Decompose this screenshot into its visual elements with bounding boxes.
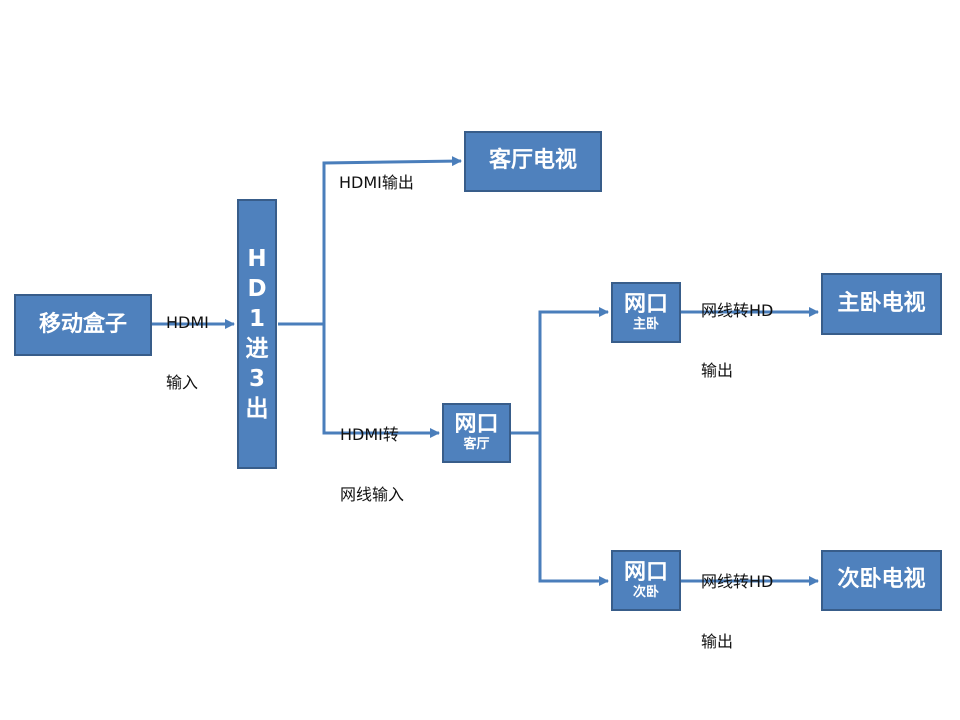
port-master-box: 网口 主卧 xyxy=(611,282,681,343)
splitter-char: 进 xyxy=(245,336,269,362)
splitter-char: 3 xyxy=(248,366,265,392)
edge-label-line: 输出 xyxy=(701,632,734,651)
edge-label-line: HDMI输出 xyxy=(339,173,414,192)
edge-label-line: 输出 xyxy=(701,361,734,380)
source-label: 移动盒子 xyxy=(38,311,127,337)
edge-label-line: 网线转HD xyxy=(701,301,774,320)
splitter-char: D xyxy=(247,276,267,302)
edge-splitter-to-tv-living xyxy=(322,156,462,324)
tv-second-box: 次卧电视 xyxy=(821,550,942,611)
edge-to-port-master xyxy=(538,307,609,433)
port-master-label: 网口 xyxy=(623,291,668,317)
splitter-char: H xyxy=(247,246,267,272)
tv-master-box: 主卧电视 xyxy=(821,273,942,335)
source-box: 移动盒子 xyxy=(14,294,152,356)
edge-label-line: HDMI转 xyxy=(340,425,399,444)
tv-living-label: 客厅电视 xyxy=(488,148,577,174)
edge-label-hdmi-to-net: HDMI转 网线输入 xyxy=(340,385,404,525)
port-living-sub: 客厅 xyxy=(463,437,490,453)
edge-label-net-to-hd-master: 网线转HD 输出 xyxy=(701,261,773,401)
port-living-box: 网口 客厅 xyxy=(442,403,511,463)
port-second-label: 网口 xyxy=(623,559,668,585)
tv-second-label: 次卧电视 xyxy=(837,567,926,593)
edge-label-line: 输入 xyxy=(166,373,199,392)
tv-living-box: 客厅电视 xyxy=(464,131,602,192)
port-master-sub: 主卧 xyxy=(632,316,659,332)
splitter-char: 1 xyxy=(248,306,265,332)
edge-label-line: HDMI xyxy=(166,313,209,332)
edge-label-line: 网线转HD xyxy=(701,572,774,591)
port-second-sub: 次卧 xyxy=(632,584,659,600)
edge-label-hdmi-out: HDMI输出 xyxy=(339,133,414,213)
port-second-box: 网口 次卧 xyxy=(611,550,681,611)
edge-to-port-second xyxy=(538,433,609,586)
edge-label-line: 网线输入 xyxy=(340,485,405,504)
splitter-char: 出 xyxy=(245,396,269,422)
splitter-box: H D 1 进 3 出 xyxy=(237,199,277,469)
edge-splitter-to-port-living xyxy=(322,324,440,438)
tv-master-label: 主卧电视 xyxy=(837,290,926,316)
edge-label-hdmi-in: HDMI 输入 xyxy=(166,273,209,413)
port-living-label: 网口 xyxy=(454,412,499,438)
edge-label-net-to-hd-second: 网线转HD 输出 xyxy=(701,532,773,672)
